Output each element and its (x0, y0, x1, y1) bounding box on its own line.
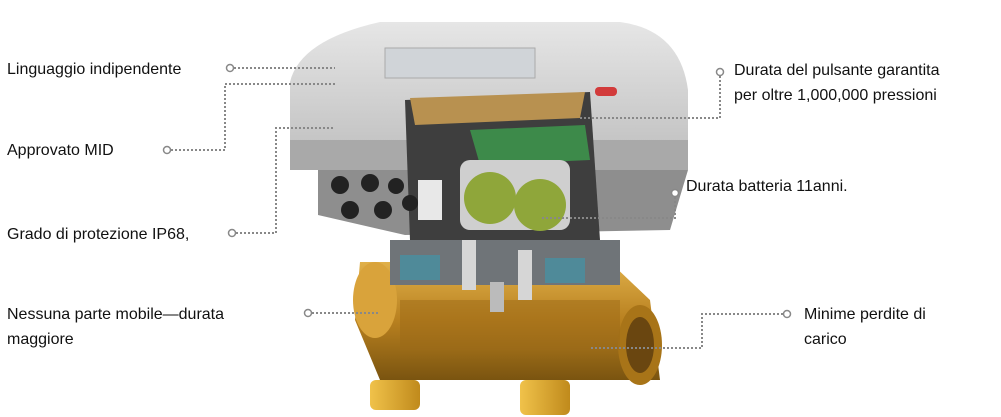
callout-line: per oltre 1,000,000 pressioni (734, 87, 937, 104)
callout-line: maggiore (7, 331, 74, 348)
callout-line: carico (804, 331, 847, 348)
callout-line: Minime perdite di (804, 306, 926, 323)
leader-line-button (580, 76, 721, 119)
leader-lines (171, 67, 783, 349)
battery-right (514, 179, 566, 231)
leader-line-pressure-loss (590, 313, 783, 349)
leader-line-battery (540, 197, 676, 219)
callout-battery-life: Durata batteria 11anni. (686, 178, 848, 195)
sensor-block (390, 235, 620, 312)
callout-ip68: Grado di protezione IP68, (7, 226, 190, 243)
callout-no-moving-parts: Nessuna parte mobile—durata maggiore (7, 302, 224, 352)
brass-pipe (353, 262, 662, 415)
callout-line: Durata del pulsante garantita (734, 62, 940, 79)
battery-left (464, 172, 516, 224)
pcb (470, 125, 590, 165)
callout-language-independent: Linguaggio indipendente (7, 61, 182, 78)
callout-mid-approved: Approvato MID (7, 142, 114, 159)
cable-glands (331, 174, 418, 219)
cutaway-interior (405, 92, 600, 240)
callout-line: Nessuna parte mobile—durata (7, 306, 225, 323)
leader-line-ip68 (236, 127, 335, 234)
callout-dots (162, 63, 792, 319)
callout-pressure-loss: Minime perdite di carico (804, 302, 926, 352)
callout-button-durability: Durata del pulsante garantita per oltre … (734, 58, 939, 108)
